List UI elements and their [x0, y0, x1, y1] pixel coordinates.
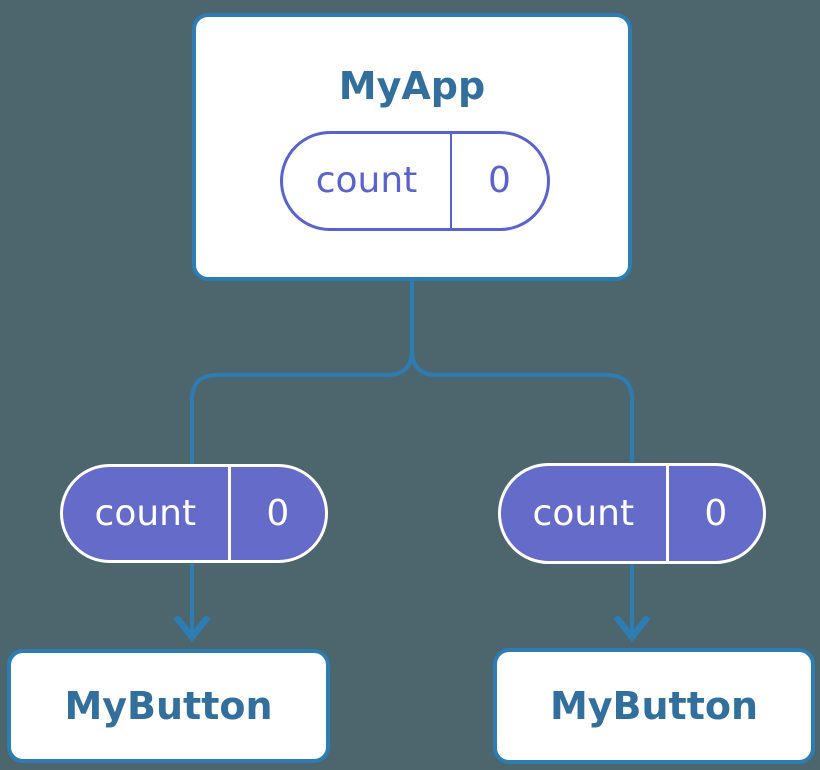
arrow-right-head-icon	[613, 614, 651, 643]
myapp-card: MyApp count 0	[192, 13, 632, 281]
mybutton-right-title: MyButton	[549, 684, 759, 728]
child-right-state-value: 0	[704, 492, 728, 534]
root-state-pill: count 0	[280, 131, 550, 231]
mybutton-right-card: MyButton	[493, 648, 815, 764]
child-right-state-pill: count 0	[498, 463, 766, 564]
mybutton-left-title: MyButton	[64, 684, 273, 728]
root-state-value: 0	[488, 160, 511, 201]
root-state-key: count	[283, 134, 452, 228]
connector-branch-right	[410, 349, 634, 465]
arrow-left-head-icon	[173, 614, 211, 643]
mybutton-left-card: MyButton	[7, 649, 330, 763]
child-left-state-key: count	[63, 467, 231, 560]
myapp-title: MyApp	[338, 64, 486, 108]
child-left-state-pill: count 0	[60, 464, 328, 563]
child-right-state-key: count	[501, 466, 669, 561]
connector-branch-left	[190, 349, 414, 466]
child-left-state-value: 0	[266, 492, 290, 534]
